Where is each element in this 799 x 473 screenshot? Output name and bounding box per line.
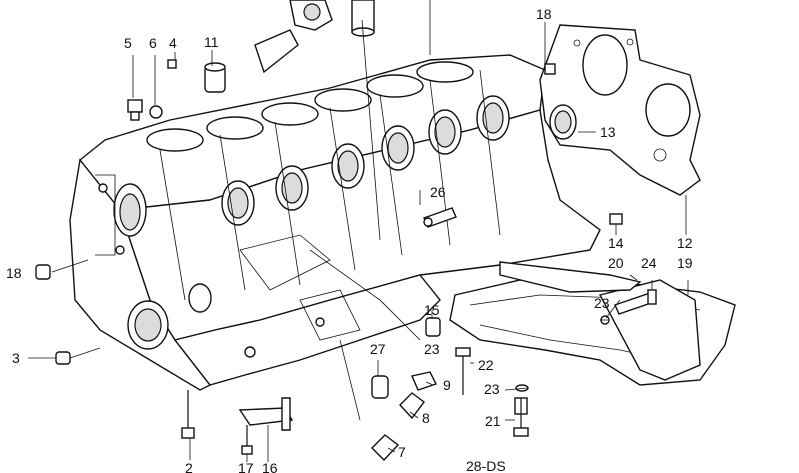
callout-2: 2: [185, 460, 193, 473]
plug-small: [167, 59, 177, 69]
callout-23-right: 23: [594, 295, 610, 311]
dowel-sleeve-left: [35, 264, 51, 280]
callout-12: 12: [677, 235, 693, 251]
diagram-reference-code: 28-DS: [466, 458, 506, 473]
sleeve-15: [425, 317, 441, 337]
callout-22: 22: [478, 357, 494, 373]
callout-7: 7: [398, 444, 406, 460]
plug-3: [55, 351, 71, 365]
bolt-2: [181, 390, 195, 439]
callout-16: 16: [262, 460, 278, 473]
sleeve-11: [204, 62, 226, 93]
drain-plug: [127, 99, 143, 121]
callout-11: 11: [204, 34, 219, 50]
callout-23-center: 23: [424, 341, 440, 357]
engine-block: [69, 54, 601, 391]
sleeve-7: [371, 434, 400, 462]
clip-9: [411, 371, 437, 391]
crankshaft-seal: [549, 104, 577, 140]
timing-cover-gasket: [539, 24, 701, 196]
callout-21: 21: [485, 413, 501, 429]
callout-17: 17: [238, 460, 254, 473]
callout-14: 14: [608, 235, 624, 251]
callout-23-lower: 23: [484, 381, 500, 397]
callout-6: 6: [149, 35, 157, 51]
callout-9: 9: [443, 377, 451, 393]
bolt-21: [513, 397, 529, 437]
sleeve-27: [371, 375, 389, 399]
tube-top-left: [254, 0, 333, 74]
dowel-sleeve-upper: [544, 63, 556, 75]
callout-24: 24: [641, 255, 657, 271]
callout-18-left: 18: [6, 265, 22, 281]
callout-20: 20: [608, 255, 624, 271]
bolt-17: [241, 425, 253, 455]
callout-27: 27: [370, 341, 386, 357]
callout-numbers: 5 6 4 11 18 13 26 14 12 18 20 24 19 15 2…: [6, 6, 693, 473]
dowel-sleeve-right: [609, 213, 623, 225]
sealing-washer: [149, 105, 163, 119]
callout-3: 3: [12, 350, 20, 366]
callout-4: 4: [169, 35, 177, 51]
leader-lines: [28, 0, 689, 462]
dowel-pin-26: [423, 207, 457, 228]
sleeve-8: [399, 392, 425, 420]
callout-18-top: 18: [536, 6, 552, 22]
callout-26: 26: [430, 184, 446, 200]
callout-19: 19: [677, 255, 693, 271]
bolt-22: [455, 347, 471, 395]
callout-5: 5: [124, 35, 132, 51]
callout-8: 8: [422, 410, 430, 426]
callout-13: 13: [600, 124, 616, 140]
callout-15: 15: [424, 302, 440, 318]
bracket-16: [238, 397, 294, 431]
bolt-24: [614, 289, 657, 315]
